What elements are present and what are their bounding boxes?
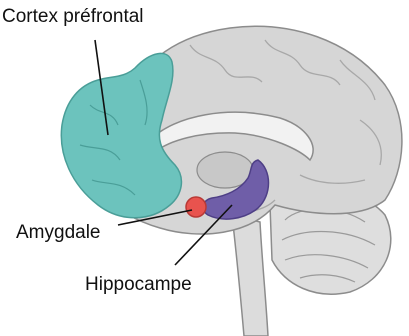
brainstem xyxy=(232,215,268,336)
label-hippocampus: Hippocampe xyxy=(85,275,192,294)
amygdala xyxy=(186,197,206,217)
label-amygdala: Amygdale xyxy=(16,223,101,242)
label-prefrontal-cortex: Cortex préfrontal xyxy=(2,7,144,26)
